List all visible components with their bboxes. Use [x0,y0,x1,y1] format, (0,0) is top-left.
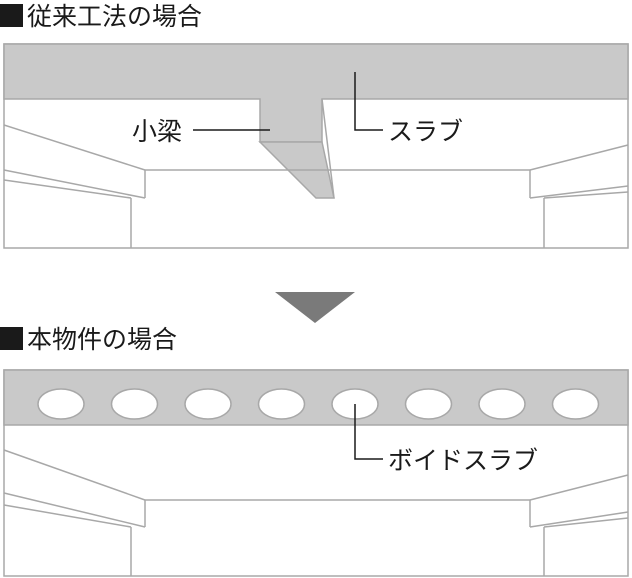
left-girder-top [3,124,146,171]
left-girder-bottom [3,492,146,528]
right-girder-bottom [529,511,629,528]
void-slab [3,369,629,426]
void-oval [404,388,453,420]
right-girder-top [529,474,629,501]
void-oval [478,388,526,420]
this-property-heading-text: 本物件の場合 [27,325,178,354]
right-wall-top [543,191,629,199]
left-wall-top [3,504,132,528]
slab-leader [354,72,383,131]
void-oval [551,388,600,420]
void-oval [257,388,306,420]
right-girder-bottom [529,185,629,199]
square-bullet-icon [0,327,23,350]
conventional-diagram [3,43,629,249]
small-beam-label: 小梁 [132,117,182,146]
slab-label: スラブ [388,117,463,146]
void-slab-diagram [3,369,629,577]
void-slab-leader [354,404,383,460]
square-bullet-icon [0,4,23,27]
void-slab-label: ボイドスラブ [388,446,538,475]
conventional-method-heading: 従来工法の場合 [0,2,202,32]
void-oval [37,388,85,420]
void-oval [184,388,232,420]
right-wall-top [543,517,629,528]
void-oval [110,388,159,420]
beam-edge-line [321,98,335,199]
conventional-heading-text: 従来工法の場合 [27,2,203,31]
left-girder-top [3,449,146,501]
left-girder-bottom [3,169,146,199]
this-property-heading: 本物件の場合 [0,325,177,355]
right-girder-top [529,144,629,171]
left-wall-top [3,179,132,199]
down-arrow-icon [275,292,355,323]
void-holes [37,388,600,420]
